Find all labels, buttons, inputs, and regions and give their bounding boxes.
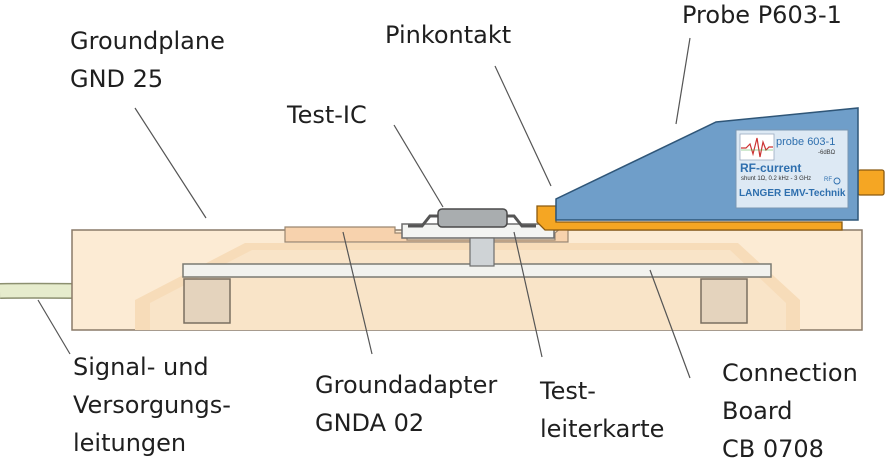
label-groundadapter-line1: Groundadapter	[315, 371, 498, 399]
probe-spec-text: shunt 1Ω, 0.2 kHz - 3 GHz	[741, 176, 812, 182]
label-connection-board-line3: CB 0708	[722, 435, 824, 463]
label-probe: Probe P603-1	[682, 1, 842, 29]
label-groundadapter-line2: GNDA 02	[315, 409, 425, 437]
test-ic	[437, 208, 508, 228]
label-groundplane: Groundplane GND 25	[70, 22, 225, 98]
connector-left	[183, 278, 231, 324]
probe-attenuation-text: -6dBΩ	[818, 150, 836, 156]
probe-model-text: probe 603-1	[776, 136, 836, 148]
cavity-shade	[150, 250, 786, 330]
label-signal-lines: Signal- und Versorgungs- leitungen	[73, 348, 231, 462]
probe-function-text: RF-current	[740, 161, 802, 175]
label-connection-board-line1: Connection	[722, 359, 858, 387]
label-pinkontakt: Pinkontakt	[385, 21, 512, 49]
connector-right	[700, 278, 748, 324]
label-test-ic: Test-IC	[287, 101, 367, 129]
label-testleiterkarte: Test- leiterkarte	[540, 372, 664, 448]
leader-lines	[37, 37, 691, 379]
label-groundadapter: Groundadapter GNDA 02	[315, 366, 497, 442]
probe-signal-icon	[739, 133, 775, 161]
support-post	[469, 237, 495, 267]
test-ic-leads	[408, 214, 536, 228]
label-signal-line2: Versorgungs-	[73, 391, 231, 419]
probe-manufacturer-text: LANGER EMV-Technik	[739, 188, 846, 199]
label-testleiterkarte-line1: Test-	[540, 377, 596, 405]
label-testleiterkarte-line2: leiterkarte	[540, 415, 665, 443]
probe-rf-mark: RF	[824, 177, 832, 183]
probe-back-knob	[857, 169, 885, 196]
label-signal-line3: leitungen	[73, 429, 187, 457]
rf-symbol-icon	[833, 177, 841, 185]
label-groundplane-line1: Groundplane	[70, 27, 225, 55]
label-connection-board: Connection Board CB 0708	[722, 354, 858, 468]
groundadapter	[284, 226, 569, 243]
label-connection-board-line2: Board	[722, 397, 793, 425]
probe-plate-text: probe 603-1	[776, 136, 835, 148]
label-signal-line1: Signal- und	[73, 353, 209, 381]
label-groundplane-line2: GND 25	[70, 65, 164, 93]
